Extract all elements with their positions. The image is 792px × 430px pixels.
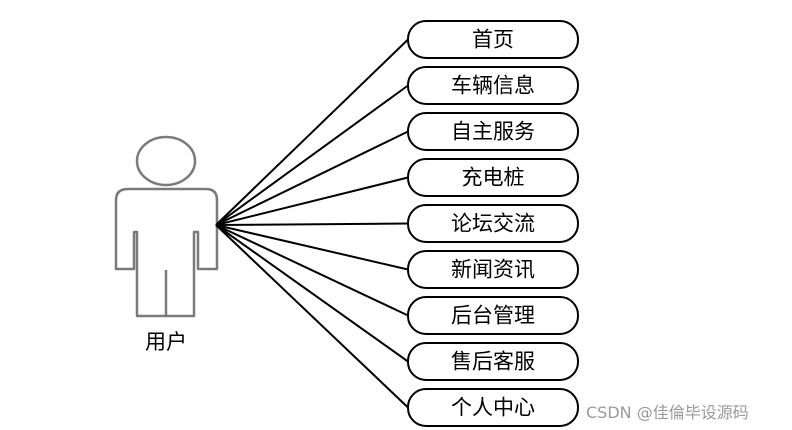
use-case-box [407, 158, 579, 197]
use-case-label: 后台管理 [451, 304, 535, 328]
use-case-label: 个人中心 [451, 396, 535, 420]
connector-line [215, 224, 409, 317]
use-case-label: 充电桩 [462, 166, 525, 190]
use-case-box [407, 204, 579, 243]
connector-line [215, 176, 409, 226]
use-case-label: 自主服务 [451, 120, 535, 144]
connector-line [215, 224, 409, 271]
actor-head [135, 135, 197, 187]
connector-line [215, 224, 409, 409]
use-case-label: 论坛交流 [451, 212, 535, 236]
connector-line [215, 84, 409, 226]
use-case-box [407, 342, 579, 381]
use-case-1: 首页 [407, 20, 579, 59]
use-case-9: 个人中心 [407, 388, 579, 427]
actor-figure [114, 135, 219, 318]
use-case-label: 售后客服 [451, 350, 535, 374]
use-case-label: 车辆信息 [451, 74, 535, 98]
use-case-4: 充电桩 [407, 158, 579, 197]
watermark: CSDN @佳倫毕设源码 [586, 403, 749, 422]
use-case-label: 新闻资讯 [451, 258, 535, 282]
use-case-box [407, 112, 579, 151]
use-case-label: 首页 [472, 28, 514, 52]
actor-body [114, 187, 219, 318]
actor-label: 用户 [145, 330, 187, 354]
use-case-5: 论坛交流 [407, 204, 579, 243]
connector-line [215, 224, 409, 363]
use-case-7: 后台管理 [407, 296, 579, 335]
use-case-box [407, 250, 579, 289]
use-case-3: 自主服务 [407, 112, 579, 151]
connector-line [215, 130, 409, 226]
use-case-8: 售后客服 [407, 342, 579, 381]
use-case-box [407, 66, 579, 105]
connector-line [215, 222, 409, 226]
use-case-box [407, 20, 579, 59]
use-case-box [407, 388, 579, 427]
use-case-2: 车辆信息 [407, 66, 579, 105]
connector-lines [215, 38, 409, 409]
use-case-box [407, 296, 579, 335]
use-case-6: 新闻资讯 [407, 250, 579, 289]
connector-line [215, 38, 409, 226]
